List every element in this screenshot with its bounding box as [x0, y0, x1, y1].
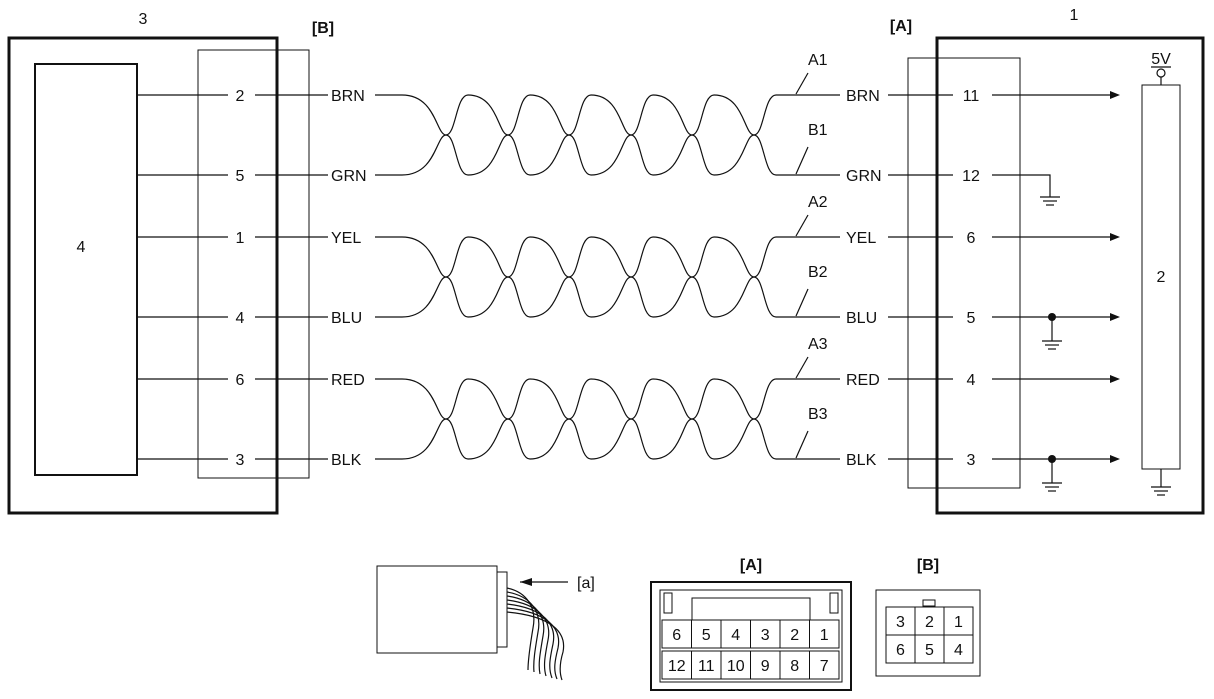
supply-terminal: [1156, 68, 1166, 78]
connector-a-pin: 11: [698, 658, 715, 675]
right-pin-number: 5: [967, 310, 976, 327]
right-pin-number: 3: [967, 452, 976, 469]
pair-b-label: B1: [808, 122, 828, 139]
left-wire-color: GRN: [331, 168, 367, 185]
connector-b-face: [875, 589, 981, 677]
left-inner-component: [34, 63, 138, 476]
left-wire-color: BLK: [331, 452, 362, 469]
connector-b-pin: 5: [925, 642, 934, 659]
connector-b-face-label: [B]: [917, 557, 939, 574]
left-pin-rows: 2 BRN 5 GRN 1 YEL 4 BLU 6 RED 3 BLK: [137, 88, 367, 469]
connector-b-pin: 1: [954, 614, 963, 631]
connector-a-label: [A]: [890, 18, 912, 35]
right-pin-number: 4: [967, 372, 976, 389]
connector-view-label: [a]: [577, 575, 595, 592]
right-unit-number: 1: [1070, 7, 1079, 24]
connector-a-pin: 4: [731, 627, 740, 644]
connector-a-pin-grid: 6 5 4 3 2 1 12 11 10 9 8 7: [661, 619, 840, 680]
connector-a-pin: 8: [790, 658, 799, 675]
connector-a-pin: 6: [672, 627, 681, 644]
right-wire-color: BRN: [846, 88, 880, 105]
right-unit-frame: [935, 36, 1205, 515]
connector-a-pin: 1: [820, 627, 829, 644]
connector-a-pin: 2: [790, 627, 799, 644]
left-wire-color: YEL: [331, 230, 361, 247]
pair-b-label: B3: [808, 406, 828, 423]
right-wire-color: YEL: [846, 230, 876, 247]
wire-b-2: [375, 236, 840, 318]
connector-b-label: [B]: [312, 20, 334, 37]
connector-a-pin: 7: [820, 658, 829, 675]
connector-b-outline: [197, 49, 310, 479]
connector-a-pin: 3: [761, 627, 770, 644]
left-wire-color: RED: [331, 372, 365, 389]
right-inner-component-label: 2: [1157, 269, 1166, 286]
right-wire-color: GRN: [846, 168, 882, 185]
connector-b-pin: 2: [925, 614, 934, 631]
left-pin-number: 5: [236, 168, 245, 185]
ground-symbol: [1151, 486, 1171, 496]
connector-b-pin: 4: [954, 642, 963, 659]
connector-a-pin: 5: [702, 627, 711, 644]
wire-a-2: [375, 236, 840, 318]
left-pin-number: 3: [236, 452, 245, 469]
pair-a-label: A2: [808, 194, 828, 211]
wire-a-3: [375, 378, 840, 460]
left-unit-number: 3: [139, 11, 148, 28]
left-wire-color: BLU: [331, 310, 362, 327]
connector-b-pin-grid: 3 2 1 6 5 4: [885, 606, 974, 664]
left-inner-component-label: 4: [77, 239, 86, 256]
pair-b-label: B2: [808, 264, 828, 281]
connector-a-face-label: [A]: [740, 557, 762, 574]
left-pin-number: 6: [236, 372, 245, 389]
supply-voltage-label: 5V: [1151, 51, 1171, 68]
right-pin-number: 6: [967, 230, 976, 247]
connector-a-outline: [907, 57, 1021, 489]
right-pin-number: 11: [963, 88, 980, 105]
right-pin-number: 12: [962, 168, 980, 185]
right-wire-color: BLU: [846, 310, 877, 327]
left-pin-number: 4: [236, 310, 245, 327]
pair-a-label: A1: [808, 52, 828, 69]
connector-side-view: [376, 565, 568, 681]
left-unit-frame: [7, 36, 279, 515]
pair-a-label: A3: [808, 336, 828, 353]
connector-b-pin: 6: [896, 642, 905, 659]
wire-a-1: [375, 94, 840, 176]
connector-a-pin: 12: [668, 658, 686, 675]
connector-a-pin: 10: [727, 658, 745, 675]
connector-b-pin: 3: [896, 614, 905, 631]
left-wire-color: BRN: [331, 88, 365, 105]
wire-b-1: [375, 94, 840, 176]
right-wire-color: RED: [846, 372, 880, 389]
right-wire-color: BLK: [846, 452, 877, 469]
left-pin-number: 1: [236, 230, 245, 247]
left-pin-number: 2: [236, 88, 245, 105]
connector-a-pin: 9: [761, 658, 770, 675]
wire-b-3: [375, 378, 840, 460]
